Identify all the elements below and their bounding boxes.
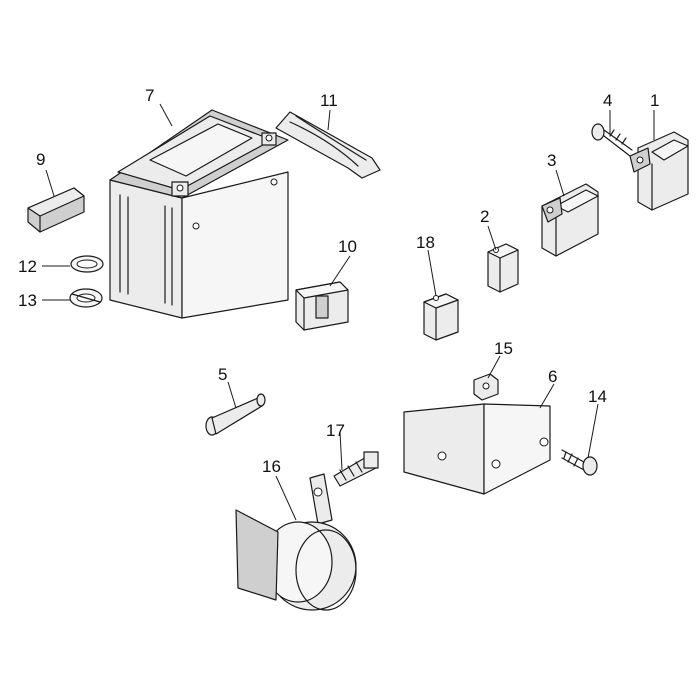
callout-2: 2 — [480, 207, 489, 226]
bracket-part-6 — [403, 403, 551, 495]
bolt-part-17 — [333, 451, 379, 487]
relay-part-2 — [487, 243, 519, 293]
callout-17: 17 — [326, 421, 345, 440]
relay-part-18 — [423, 293, 459, 341]
screw-part-4 — [591, 123, 633, 157]
callout-6: 6 — [548, 367, 557, 386]
callout-3: 3 — [547, 151, 556, 170]
screw-part-14 — [561, 449, 598, 476]
callout-12: 12 — [18, 257, 37, 276]
callout-11: 11 — [320, 91, 338, 110]
leader-lines — [42, 103, 655, 521]
callout-7: 7 — [145, 86, 154, 105]
battery-terminal-positive — [261, 132, 277, 146]
callout-13: 13 — [18, 291, 37, 310]
callout-18: 18 — [416, 233, 435, 252]
callout-1: 1 — [650, 91, 659, 110]
rubber-strap-part-11 — [275, 111, 381, 179]
callout-labels: 1 2 3 4 5 6 7 9 10 11 12 13 14 15 16 17 … — [18, 86, 659, 476]
callout-14: 14 — [588, 387, 607, 406]
clip-part-12 — [70, 255, 104, 273]
callout-15: 15 — [494, 339, 513, 358]
clamp-part-13 — [69, 288, 103, 308]
battery-terminal-negative — [171, 181, 189, 197]
callout-9: 9 — [36, 150, 45, 169]
bolt-part-5 — [205, 393, 266, 436]
callout-10: 10 — [338, 237, 357, 256]
battery-part-7 — [109, 109, 289, 319]
callout-16: 16 — [262, 457, 281, 476]
nut-clip-part-15 — [473, 373, 499, 401]
regulator-part-3 — [541, 183, 599, 257]
cdi-unit-part-1 — [629, 131, 689, 211]
terminal-cover-part-9 — [27, 187, 85, 233]
rubber-block-part-10 — [295, 281, 349, 331]
callout-5: 5 — [218, 365, 227, 384]
horn-part-16 — [235, 473, 357, 611]
callout-4: 4 — [603, 91, 612, 110]
